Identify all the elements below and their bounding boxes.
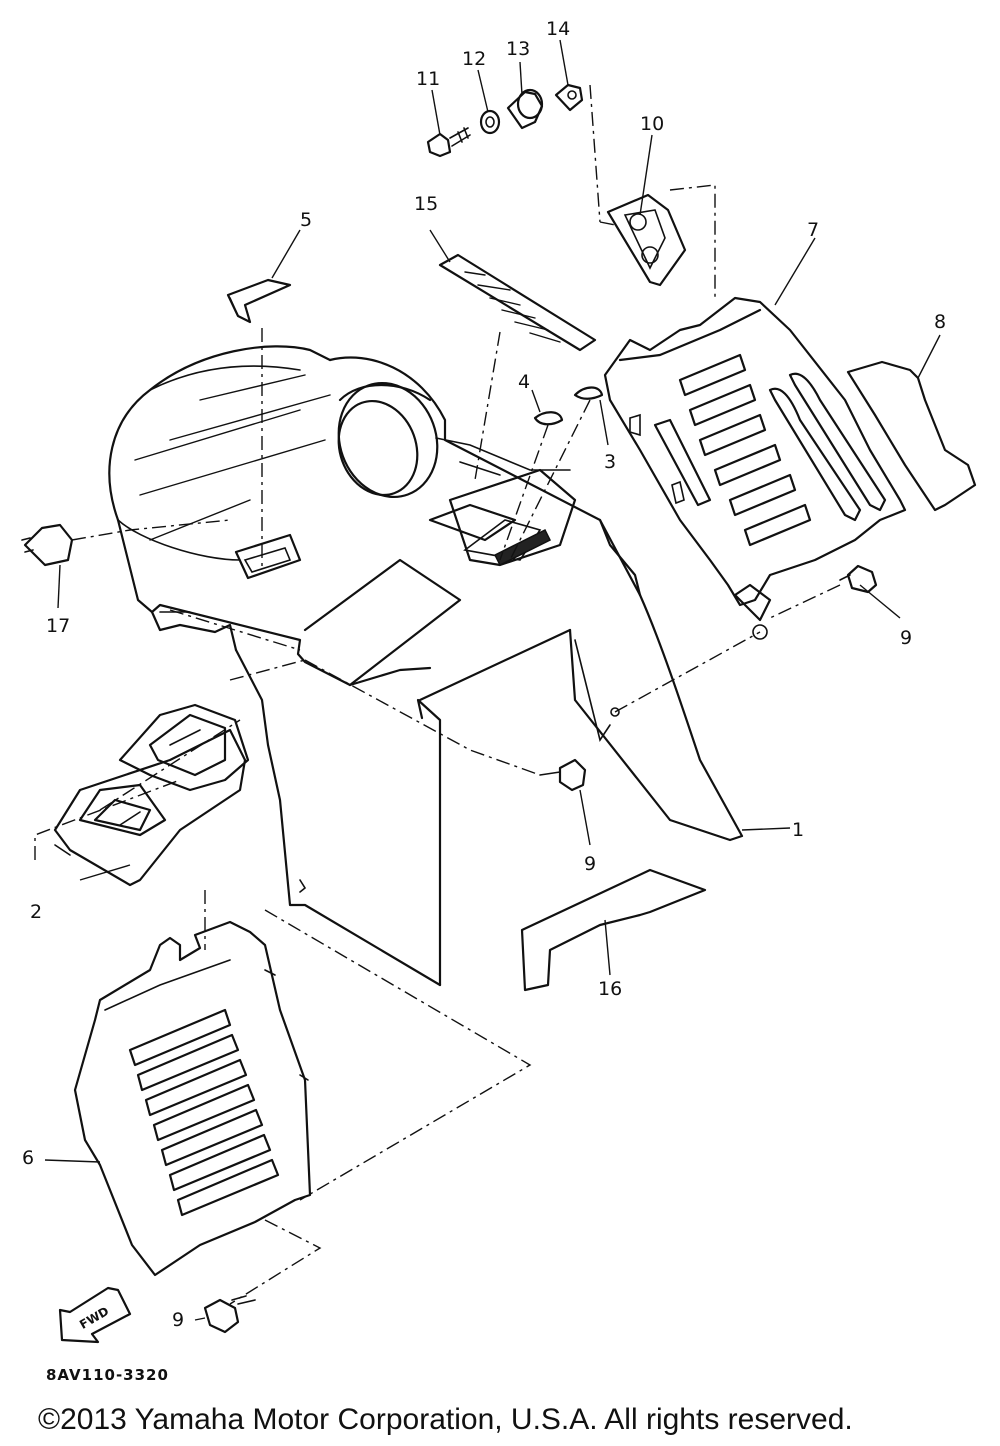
part-1-main-cover	[108, 345, 744, 987]
part-13-knob	[506, 88, 544, 130]
part-2-switch-panel	[53, 703, 250, 887]
callout-5: 5	[300, 209, 312, 231]
part-10-latch	[606, 193, 687, 287]
part-7-side-cover	[603, 296, 907, 640]
callout-9-right: 9	[900, 627, 912, 649]
callout-11: 11	[416, 68, 440, 90]
callout-7: 7	[807, 219, 819, 241]
part-9-bolt-center	[539, 758, 587, 792]
drawing-code: 8AV110-3320	[46, 1366, 169, 1384]
assembly-lines	[34, 84, 841, 1305]
part-16-gasket	[520, 868, 707, 992]
callout-numbers: 1 2 3 4 5 6 7 8 9 9 9 10 11 12 13 14 15 …	[22, 18, 946, 1331]
callout-3: 3	[604, 451, 616, 473]
copyright-notice: ©2013 Yamaha Motor Corporation, U.S.A. A…	[38, 1403, 853, 1436]
callout-12: 12	[462, 48, 486, 70]
part-14-cap	[554, 83, 584, 112]
part-15-grille	[438, 253, 597, 352]
callout-16: 16	[598, 978, 622, 1000]
callout-17: 17	[46, 615, 70, 637]
part-12-washer	[479, 109, 501, 135]
callout-14: 14	[546, 18, 570, 40]
callout-9-bottom: 9	[172, 1309, 184, 1331]
part-6-side-cover	[73, 920, 312, 1277]
part-5-lid	[226, 278, 292, 324]
callout-2: 2	[30, 901, 42, 923]
callout-10: 10	[640, 113, 664, 135]
callout-leaders	[44, 39, 941, 1321]
callout-15: 15	[414, 193, 438, 215]
callout-13: 13	[506, 38, 530, 60]
part-9-bolt-right	[839, 564, 901, 619]
callout-1: 1	[792, 819, 804, 841]
callout-8: 8	[934, 311, 946, 333]
callout-9-center: 9	[584, 853, 596, 875]
fwd-arrow-icon: FWD	[58, 1286, 132, 1344]
part-9-bolt-bottom	[203, 1295, 256, 1334]
part-11-screw	[426, 127, 471, 158]
part-17-connector	[21, 523, 74, 567]
part-4-clip	[533, 411, 564, 426]
callout-6: 6	[22, 1147, 34, 1169]
part-8-panel	[846, 360, 977, 512]
part-3-clip	[573, 386, 604, 400]
callout-4: 4	[518, 371, 530, 393]
